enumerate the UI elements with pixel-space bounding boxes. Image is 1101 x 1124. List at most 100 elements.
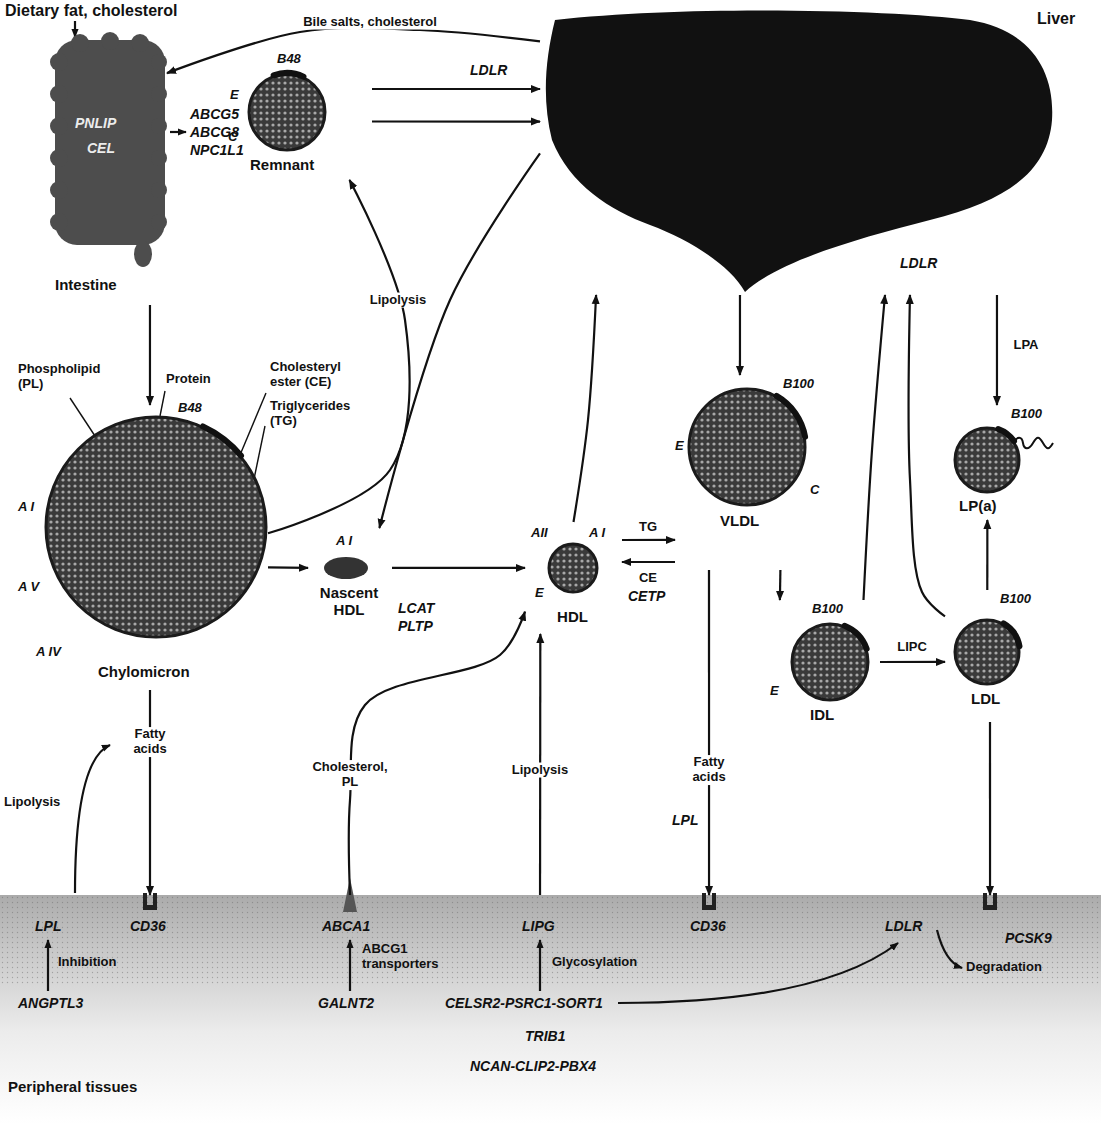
connector-arrow — [708, 570, 710, 895]
node-outline — [675, 375, 845, 570]
callout-label: Phospholipid (PL) — [18, 362, 118, 392]
apoprotein-label: E — [675, 439, 684, 454]
apoprotein-label: B48 — [277, 52, 301, 67]
node-label: IDL — [810, 706, 834, 723]
enzyme-label: PNLIP — [75, 115, 116, 131]
lipoprotein-core — [792, 624, 868, 700]
apoprotein-mark — [274, 73, 304, 77]
apoprotein-label: A I — [336, 534, 352, 549]
callout-label: Triglycerides (TG) — [270, 399, 370, 429]
lipoprotein-core — [46, 417, 266, 637]
lipoprotein-particle: B100LDL — [945, 590, 1035, 722]
node-label: Remnant — [250, 156, 314, 173]
apoprotein-mark — [845, 626, 867, 649]
gene-label: LDLR — [470, 62, 507, 78]
lipoprotein-particle: B100EIDL — [770, 600, 880, 740]
intestine-fold — [71, 34, 89, 52]
apoprotein-label: B48 — [178, 401, 202, 416]
lipoprotein-particle: B100ECVLDL — [675, 375, 845, 570]
regulation-arrow — [349, 940, 351, 991]
connector-arrow — [909, 295, 945, 616]
edge-label: LIPC — [895, 640, 929, 655]
intestine-fold — [151, 182, 167, 198]
node-label: HDL — [525, 608, 620, 625]
connector-arrow — [864, 295, 886, 600]
node-outline — [540, 0, 1101, 295]
connector-arrow — [574, 295, 597, 522]
apoprotein-label: E — [535, 586, 544, 601]
connector-arrow — [268, 566, 308, 569]
connector-arrow — [379, 153, 540, 528]
tissue-band-ground — [0, 895, 1101, 1124]
gene-label: ABCG5 — [190, 106, 239, 122]
appendix-shape — [134, 241, 152, 267]
connector-arrow — [779, 570, 782, 600]
apolipoprotein-a-coil — [1013, 438, 1053, 449]
lipoprotein-core — [955, 620, 1019, 684]
gene-label: PCSK9 — [1005, 930, 1052, 946]
node-label: Chylomicron — [98, 663, 190, 680]
gene-label: ABCG8 — [190, 124, 239, 140]
enzyme-label: CEL — [87, 140, 115, 156]
process-label: Lipolysis — [4, 795, 60, 810]
receptor-symbol — [983, 893, 997, 910]
gene-label: LIPG — [522, 918, 555, 934]
connector-arrow — [372, 120, 540, 122]
connector-arrow — [349, 612, 525, 895]
lipoprotein-particle: A INascent HDL — [308, 528, 392, 623]
apoprotein-label: E — [770, 684, 779, 699]
gene-label: CELSR2-PSRC1-SORT1 — [445, 995, 603, 1011]
receptor-symbol — [702, 893, 716, 910]
receptor-symbol — [143, 893, 157, 910]
intestine-fold — [101, 32, 119, 50]
gene-label: ABCA1 — [322, 918, 370, 934]
gene-label: CD36 — [130, 918, 166, 934]
edge-label: LPA — [1011, 338, 1040, 353]
nascent-particle — [324, 557, 368, 579]
process-label: Inhibition — [58, 955, 116, 970]
callout-label: Cholesteryl ester (CE) — [270, 360, 370, 390]
connector-arrow — [372, 88, 540, 90]
process-label: Glycosylation — [552, 955, 637, 970]
gene-label: PLTP — [398, 618, 433, 634]
apoprotein-label: A IV — [36, 645, 61, 660]
apoprotein-label: C — [810, 483, 819, 498]
gene-label: GALNT2 — [318, 995, 374, 1011]
intestine-fold — [50, 213, 68, 231]
liver-shape — [546, 11, 1052, 292]
input-arrow — [74, 21, 76, 37]
edge-label: Fatty acids — [125, 727, 175, 757]
process-label: Degradation — [966, 960, 1042, 975]
node-outline — [55, 40, 167, 305]
lipoprotein-particle: B48A IA VA IVChylomicron — [18, 405, 268, 690]
edge-label: Lipolysis — [368, 293, 428, 308]
connector-arrow — [149, 305, 151, 405]
apoprotein-mark — [203, 426, 241, 455]
input-label: Dietary fat, cholesterol — [5, 2, 178, 20]
connector-arrow — [622, 539, 675, 541]
leader-line — [254, 426, 265, 479]
apoprotein-label: B100 — [1011, 407, 1042, 422]
connector-arrow — [986, 520, 988, 590]
intestine-fold — [50, 53, 68, 71]
connector-arrow — [149, 690, 151, 895]
connector-arrow — [989, 722, 991, 895]
edge-label: Fatty acids — [684, 755, 734, 785]
node-label: LP(a) — [959, 497, 997, 514]
connector-arrow — [739, 295, 741, 375]
lipoprotein-particle: B100LP(a) — [945, 405, 1065, 520]
intestine-fold — [151, 214, 167, 230]
intestine-fold — [151, 54, 167, 70]
regulation-arrow — [47, 940, 49, 991]
regulation-arrow — [618, 943, 898, 1003]
gene-label: TRIB1 — [525, 1028, 565, 1044]
apoprotein-label: A I — [18, 500, 34, 515]
leader-line — [240, 393, 266, 455]
tissue-band-texture — [0, 895, 1101, 985]
gene-label: CD36 — [690, 918, 726, 934]
connector-arrow — [392, 567, 525, 569]
intestine-fold — [151, 150, 167, 166]
lipoprotein-core — [549, 544, 597, 592]
intestine-fold — [131, 34, 149, 52]
